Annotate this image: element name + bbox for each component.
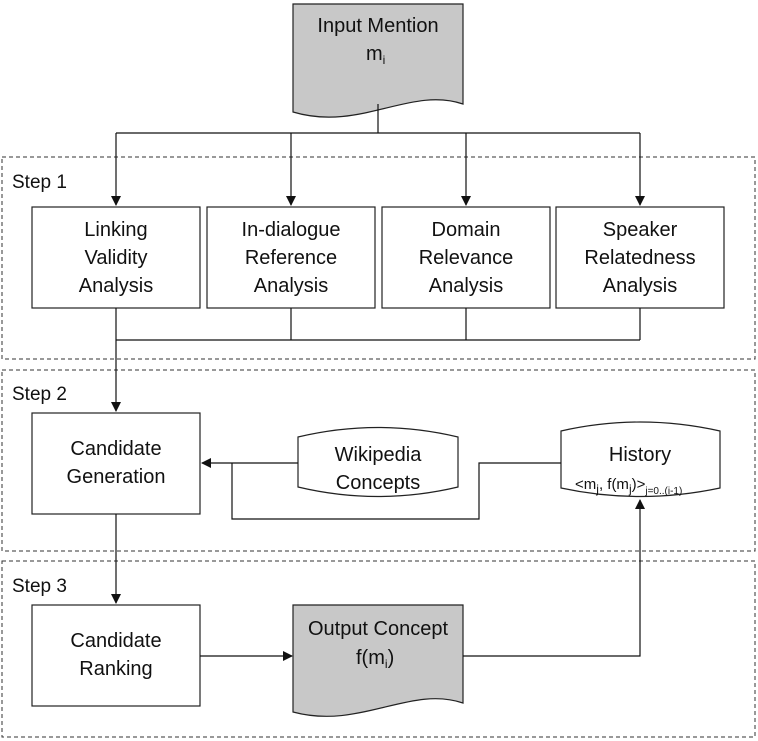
candidate-ranking-line1: Candidate xyxy=(70,630,161,652)
input-mention-title: Input Mention xyxy=(317,15,438,37)
step1-label: Step 1 xyxy=(12,172,67,193)
speaker-relatedness-line2: Relatedness xyxy=(584,247,695,269)
output-concept-symbol: f(mi) xyxy=(356,647,394,671)
in-dialogue-reference-line1: In-dialogue xyxy=(242,219,341,241)
speaker-relatedness-line1: Speaker xyxy=(603,219,678,241)
step2-region xyxy=(1,369,756,552)
wikipedia-concepts-store xyxy=(297,426,459,498)
in-dialogue-reference-line2: Reference xyxy=(245,247,337,269)
history-to-generation-line xyxy=(231,462,561,520)
history-line2: <mj, f(mj)>j=0..(i-1) xyxy=(575,476,682,497)
domain-relevance-line3: Analysis xyxy=(429,275,503,297)
domain-relevance-line2: Relevance xyxy=(419,247,514,269)
linking-validity-line2: Validity xyxy=(85,247,148,269)
in-dialogue-reference-line3: Analysis xyxy=(254,275,328,297)
candidate-generation-line1: Candidate xyxy=(70,438,161,460)
speaker-relatedness-box xyxy=(555,206,725,309)
candidate-generation-line2: Generation xyxy=(67,466,166,488)
domain-relevance-box xyxy=(381,206,551,309)
output-concept-node xyxy=(292,604,464,717)
in-dialogue-reference-box xyxy=(206,206,376,309)
candidate-ranking-box xyxy=(31,604,201,707)
speaker-relatedness-line3: Analysis xyxy=(603,275,677,297)
step1-region xyxy=(1,156,756,360)
wikipedia-line1: Wikipedia xyxy=(335,444,423,466)
linking-validity-line1: Linking xyxy=(84,219,147,241)
arrow-output-to-history xyxy=(463,499,645,657)
history-store xyxy=(560,421,721,498)
step3-label: Step 3 xyxy=(12,576,67,597)
input-mention-symbol: mi xyxy=(366,43,385,67)
history-line1: History xyxy=(609,444,671,466)
candidate-ranking-line2: Ranking xyxy=(79,658,152,680)
output-concept-title: Output Concept xyxy=(308,618,449,640)
input-mention-node xyxy=(292,3,464,118)
linking-validity-box xyxy=(31,206,201,309)
step3-region xyxy=(1,560,756,738)
linking-validity-line3: Analysis xyxy=(79,275,153,297)
wikipedia-line2: Concepts xyxy=(336,472,421,494)
step2-label: Step 2 xyxy=(12,384,67,405)
domain-relevance-line1: Domain xyxy=(432,219,501,241)
analysis-merge-line xyxy=(115,308,641,341)
candidate-generation-box xyxy=(31,412,201,515)
